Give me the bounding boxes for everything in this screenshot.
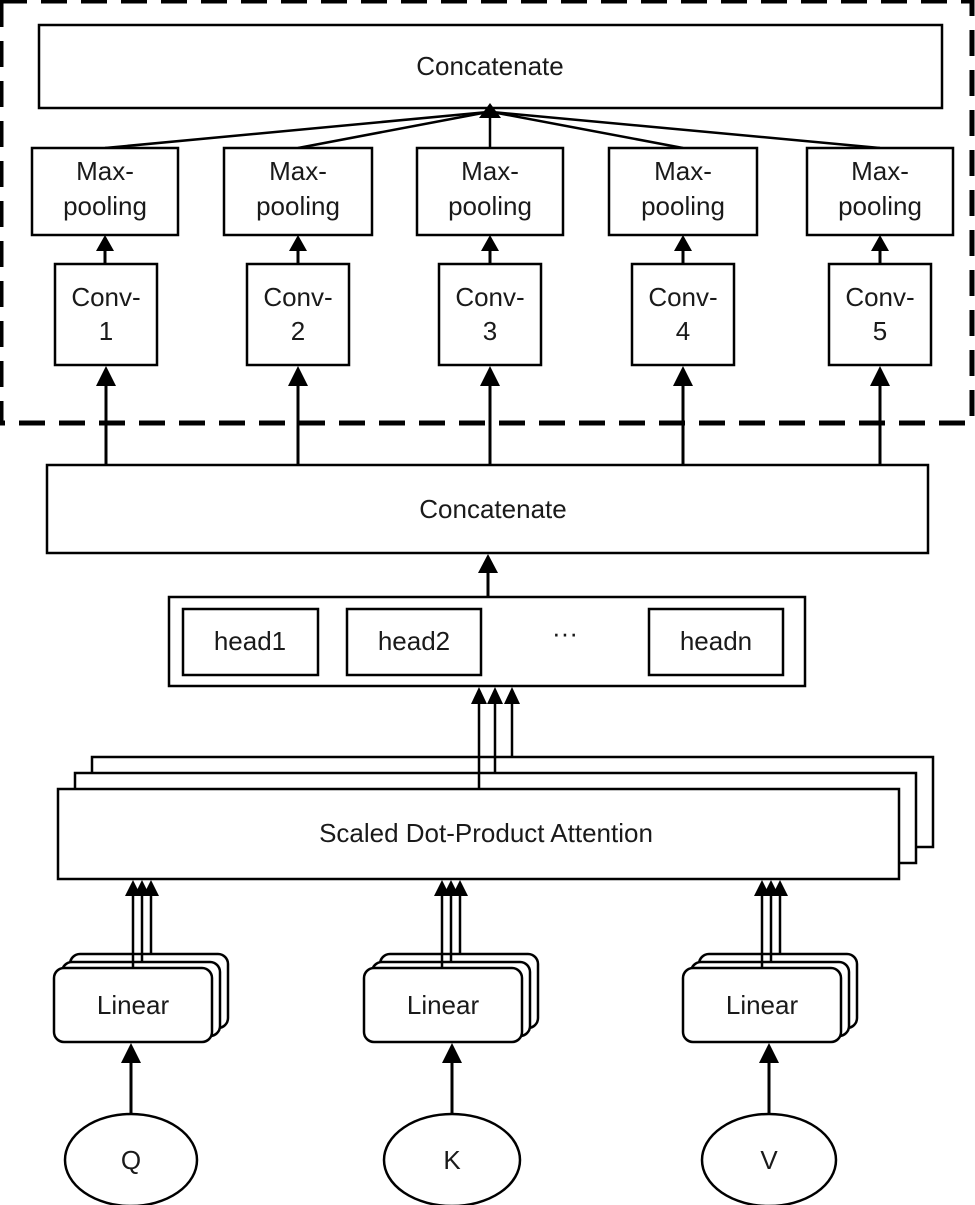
maxpool-5-label-a: Max-: [851, 156, 909, 186]
conv-5: Conv- 5: [827, 262, 933, 367]
maxpool-3-label-b: pooling: [448, 191, 532, 221]
conv-3: Conv- 3: [437, 262, 543, 367]
maxpool-1-label-b: pooling: [63, 191, 147, 221]
input-k: K: [382, 1112, 522, 1205]
maxpool-2: Max- pooling: [222, 146, 374, 237]
maxpool-3: Max- pooling: [415, 146, 565, 237]
attention-to-heads-arrows: [471, 687, 520, 789]
conv-5-label-a: Conv-: [845, 282, 914, 312]
input-v: V: [700, 1112, 838, 1205]
concat-to-conv-arrows: [96, 366, 890, 465]
heads-ellipsis: ···: [552, 618, 578, 648]
linear-k-to-attention-arrows: [434, 880, 468, 968]
heads-to-concat-arrow: [478, 554, 498, 597]
head-n-box: [647, 607, 785, 677]
maxpool-3-label-a: Max-: [461, 156, 519, 186]
head-2-label: head2: [378, 626, 450, 656]
middle-concatenate-label: Concatenate: [419, 494, 566, 524]
maxpool-5: Max- pooling: [805, 146, 955, 237]
conv-4: Conv- 4: [630, 262, 736, 367]
input-k-label: K: [443, 1145, 461, 1175]
linear-k-stack: Linear: [362, 952, 540, 1044]
input-q-label: Q: [121, 1145, 141, 1175]
maxpool-2-label-a: Max-: [269, 156, 327, 186]
conv-to-pool-arrows: [96, 235, 889, 264]
maxpool-1-label-a: Max-: [76, 156, 134, 186]
maxpool-5-label-b: pooling: [838, 191, 922, 221]
input-v-label: V: [760, 1145, 778, 1175]
attention-label: Scaled Dot-Product Attention: [319, 818, 653, 848]
attention-box: Scaled Dot-Product Attention: [56, 787, 901, 881]
input-to-linear-arrows: [121, 1043, 779, 1114]
cnn-block-border: [0, 0, 975, 426]
maxpool-1: Max- pooling: [30, 146, 180, 237]
middle-concatenate-box: Concatenate: [45, 463, 930, 555]
linear-k-label: Linear: [407, 990, 480, 1020]
linear-v-stack: Linear: [681, 952, 859, 1044]
linear-v-to-attention-arrows: [754, 880, 788, 968]
conv-1: Conv- 1: [53, 262, 159, 367]
head-n-label: headn: [680, 626, 752, 656]
conv-3-label-a: Conv-: [455, 282, 524, 312]
conv-1-label-a: Conv-: [71, 282, 140, 312]
linear-q-label: Linear: [97, 990, 170, 1020]
maxpool-4-label-a: Max-: [654, 156, 712, 186]
top-concatenate-label: Concatenate: [416, 51, 563, 81]
head-1-label: head1: [214, 626, 286, 656]
conv-2: Conv- 2: [245, 262, 351, 367]
conv-2-label-b: 2: [291, 316, 305, 346]
conv-4-label-b: 4: [676, 316, 690, 346]
head-2-box: [345, 607, 483, 677]
conv-3-label-b: 3: [483, 316, 497, 346]
conv-4-label-a: Conv-: [648, 282, 717, 312]
conv-5-label-b: 5: [873, 316, 887, 346]
maxpool-2-label-b: pooling: [256, 191, 340, 221]
input-q: Q: [63, 1112, 199, 1205]
conv-2-label-a: Conv-: [263, 282, 332, 312]
linear-q-stack: Linear: [52, 952, 230, 1044]
linear-q-to-attention-arrows: [125, 880, 159, 968]
linear-v-label: Linear: [726, 990, 799, 1020]
top-concatenate-box: Concatenate: [37, 23, 944, 110]
maxpool-4: Max- pooling: [607, 146, 759, 237]
pool-to-concat-lines: [104, 103, 881, 150]
maxpool-4-label-b: pooling: [641, 191, 725, 221]
heads-container: head1 head2 ··· headn: [167, 595, 807, 688]
conv-1-label-b: 1: [99, 316, 113, 346]
head-1-box: [181, 607, 320, 677]
